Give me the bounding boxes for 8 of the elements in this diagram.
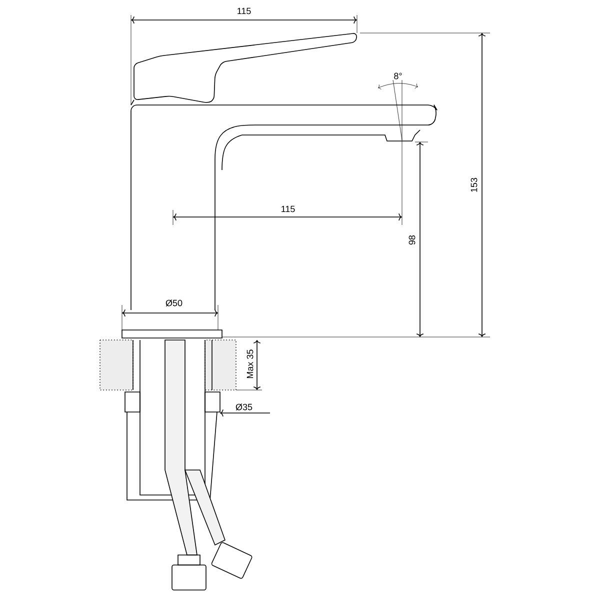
dimension-label: 115	[238, 8, 251, 14]
dimension-label: Ø50	[166, 300, 182, 306]
dimension-label: Max 35	[246, 350, 254, 378]
dimension-label: 153	[470, 178, 478, 192]
dimension-label: Ø35	[236, 404, 252, 410]
dimension-label: 115	[282, 206, 295, 212]
dimension-label: 8°	[394, 72, 402, 80]
dimension-label: 98	[408, 235, 416, 245]
